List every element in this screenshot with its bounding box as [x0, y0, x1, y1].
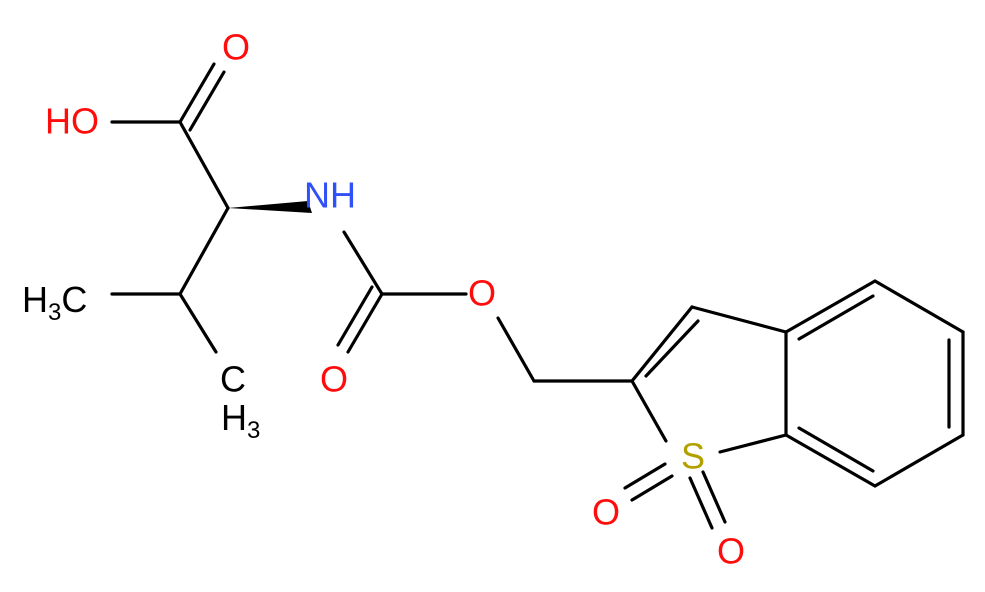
- bond-ester-o-to-ch2: [496, 316, 536, 383]
- bond-s-o-right-b: [701, 470, 727, 524]
- bond-s-c7a: [718, 433, 788, 454]
- bond-c2-c3-a: [630, 305, 694, 383]
- atom-o-carbonyl-acid: O: [222, 27, 250, 68]
- ch3-left-sub: 3: [48, 299, 61, 326]
- atom-ch3-low-c: C: [220, 359, 246, 400]
- bond-c3a-c4-b: [797, 294, 875, 341]
- bond-s-o-right-a: [688, 476, 714, 530]
- atom-ch3-low-h3: H3: [221, 397, 260, 444]
- ch3-low-sub: 3: [247, 417, 260, 444]
- atom-o-ester: O: [468, 273, 496, 314]
- ch3-left-c: C: [61, 279, 87, 320]
- bond-c3-c3a: [690, 305, 788, 334]
- bond-cooh-c-o-double-a: [178, 62, 216, 124]
- bond-cooh-c-o-double-b: [188, 70, 226, 132]
- bond-c6-c7: [873, 433, 965, 488]
- atom-labels: O HO NH H3C C H3 O O S O O: [22, 27, 745, 572]
- bond-alpha-to-ch: [178, 206, 230, 296]
- bond-c3a-c4-a: [784, 279, 877, 334]
- ch3-low-h: H: [221, 397, 247, 438]
- atom-s-sulfone: S: [681, 436, 705, 477]
- bond-c7-c7a-a: [784, 433, 877, 488]
- bond-s-o-left-a: [630, 474, 674, 502]
- bond-s-o-left-b: [623, 462, 667, 490]
- bond-c4-c5: [873, 279, 965, 334]
- atom-oh-acid: HO: [45, 101, 99, 142]
- bond-n-to-carbonyl: [342, 230, 384, 296]
- bond-carbonyl-o-double-a: [346, 292, 384, 354]
- bond-carbonyl-o-double-b: [336, 285, 374, 347]
- ch3-left-h: H: [22, 279, 48, 320]
- bond-ch-to-ch3-low: [178, 292, 218, 354]
- bond-c2-c3-b: [644, 319, 700, 378]
- atom-o-sulfone-left: O: [592, 492, 620, 533]
- atom-o-sulfone-right: O: [717, 531, 745, 572]
- atom-o-carbamate-double: O: [320, 359, 348, 400]
- atom-ch3-left: H3C: [22, 279, 87, 326]
- bond-alpha-to-cooh: [178, 120, 230, 210]
- bond-c7-c7a-b: [797, 426, 875, 473]
- atom-nh: NH: [304, 175, 356, 216]
- bond-c2-s: [630, 379, 668, 443]
- bond-wedge-alpha-nh: [228, 201, 312, 213]
- bonds: [110, 62, 965, 530]
